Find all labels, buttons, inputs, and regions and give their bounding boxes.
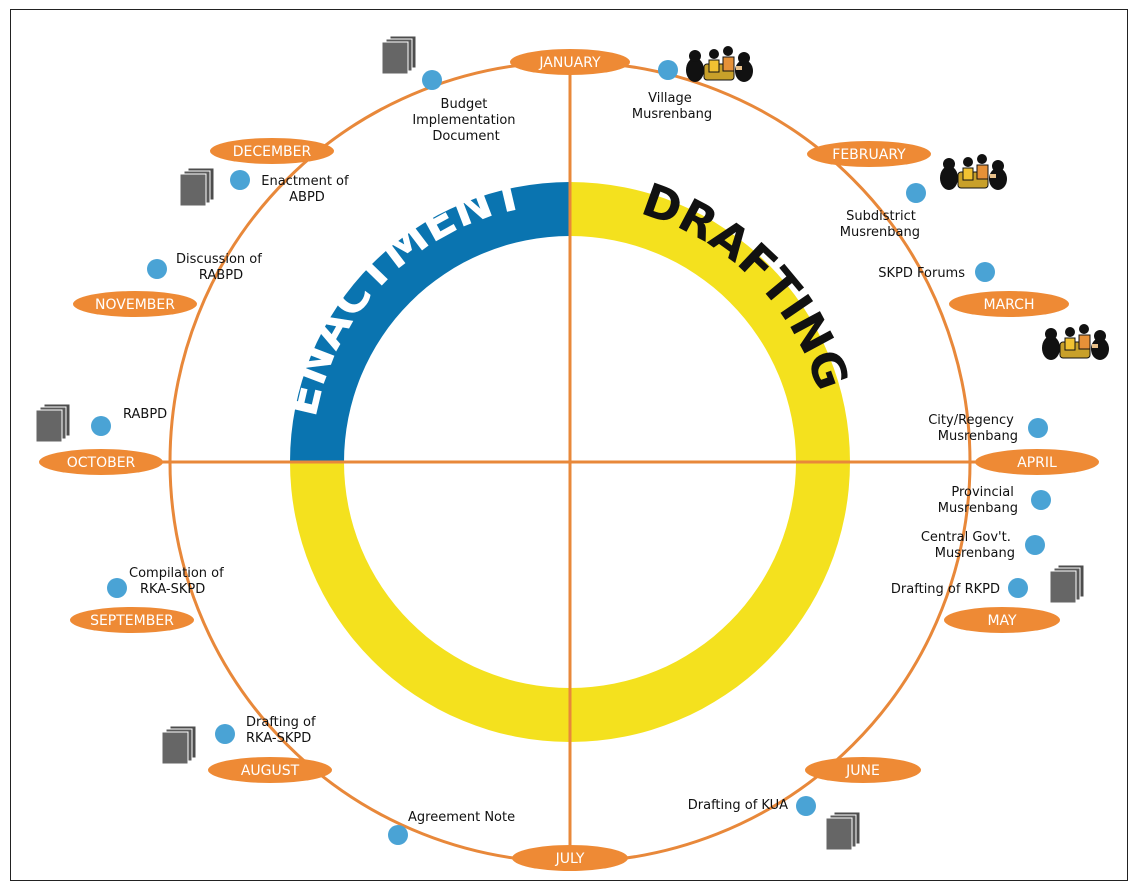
event-label-drafting-rkpd: Drafting of RKPD bbox=[891, 582, 1000, 597]
month-september: SEPTEMBER bbox=[70, 607, 194, 633]
event-dot-subdistrict-musrenbang bbox=[906, 183, 926, 203]
document-stack-icon bbox=[161, 725, 197, 765]
svg-text:JANUARY: JANUARY bbox=[538, 55, 601, 71]
event-label-city-regency-musrenbang: City/Regency Musrenbang bbox=[928, 413, 1018, 444]
people-meeting-icon bbox=[939, 153, 1008, 191]
month-february: FEBRUARY bbox=[807, 141, 931, 167]
event-dot-village-musrenbang bbox=[658, 60, 678, 80]
svg-text:JUNE: JUNE bbox=[845, 763, 880, 779]
event-label-skpd-forums: SKPD Forums bbox=[878, 266, 965, 281]
event-label-discussion-rabpd: Discussion of RABPD bbox=[176, 252, 266, 283]
document-stack-icon bbox=[179, 167, 215, 207]
document-stack-icon bbox=[381, 35, 417, 75]
document-stack-icon bbox=[1049, 564, 1085, 604]
event-dot-discussion-rabpd bbox=[147, 259, 167, 279]
svg-text:FEBRUARY: FEBRUARY bbox=[832, 147, 906, 163]
month-november: NOVEMBER bbox=[73, 291, 197, 317]
month-june: JUNE bbox=[805, 757, 921, 783]
month-april: APRIL bbox=[975, 449, 1099, 475]
event-label-central-gov-musrenbang: Central Gov't. Musrenbang bbox=[921, 530, 1015, 561]
event-label-budget-implementation-document: Budget Implementation Document bbox=[412, 97, 519, 144]
event-dot-city-regency-musrenbang bbox=[1028, 418, 1048, 438]
document-stack-icon bbox=[825, 811, 861, 851]
event-dot-budget-implementation-document bbox=[422, 70, 442, 90]
svg-text:NOVEMBER: NOVEMBER bbox=[95, 297, 175, 313]
event-label-compilation-rka-skpd: Compilation of RKA-SKPD bbox=[129, 566, 228, 597]
month-march: MARCH bbox=[949, 291, 1069, 317]
event-label-provincial-musrenbang: Provincial Musrenbang bbox=[938, 485, 1018, 516]
event-label-enactment-abpd: Enactment of ABPD bbox=[261, 174, 352, 205]
event-label-drafting-rka-skpd: Drafting of RKA-SKPD bbox=[246, 715, 320, 746]
document-stack-icon bbox=[35, 403, 71, 443]
event-dot-drafting-kua bbox=[796, 796, 816, 816]
svg-text:APRIL: APRIL bbox=[1017, 455, 1057, 471]
svg-text:SEPTEMBER: SEPTEMBER bbox=[90, 613, 174, 629]
event-dot-skpd-forums bbox=[975, 262, 995, 282]
event-dot-drafting-rkpd bbox=[1008, 578, 1028, 598]
svg-text:JULY: JULY bbox=[555, 851, 585, 867]
month-october: OCTOBER bbox=[39, 449, 163, 475]
svg-text:MAY: MAY bbox=[987, 613, 1017, 629]
people-meeting-icon bbox=[685, 45, 754, 83]
people-meeting-icon bbox=[1041, 323, 1110, 361]
month-december: DECEMBER bbox=[210, 138, 334, 164]
event-dot-central-gov-musrenbang bbox=[1025, 535, 1045, 555]
event-label-drafting-kua: Drafting of KUA bbox=[688, 798, 788, 813]
month-january: JANUARY bbox=[510, 49, 630, 75]
drafting-phase-label: DRAFTING bbox=[635, 172, 859, 396]
event-dot-rabpd bbox=[91, 416, 111, 436]
month-july: JULY bbox=[512, 845, 628, 871]
svg-text:DECEMBER: DECEMBER bbox=[233, 144, 312, 160]
svg-text:OCTOBER: OCTOBER bbox=[67, 455, 136, 471]
event-dot-provincial-musrenbang bbox=[1031, 490, 1051, 510]
event-label-agreement-note: Agreement Note bbox=[408, 810, 515, 825]
event-label-subdistrict-musrenbang: Subdistrict Musrenbang bbox=[840, 209, 920, 240]
diagram-frame bbox=[10, 9, 1128, 881]
event-dot-compilation-rka-skpd bbox=[107, 578, 127, 598]
event-label-rabpd: RABPD bbox=[123, 407, 167, 422]
enactment-ring-segment bbox=[290, 182, 570, 462]
svg-text:AUGUST: AUGUST bbox=[241, 763, 300, 779]
event-label-village-musrenbang: Village Musrenbang bbox=[632, 91, 712, 122]
event-dot-enactment-abpd bbox=[230, 170, 250, 190]
month-may: MAY bbox=[944, 607, 1060, 633]
event-dot-drafting-rka-skpd bbox=[215, 724, 235, 744]
event-dot-agreement-note bbox=[388, 825, 408, 845]
month-august: AUGUST bbox=[208, 757, 332, 783]
svg-text:MARCH: MARCH bbox=[984, 297, 1035, 313]
